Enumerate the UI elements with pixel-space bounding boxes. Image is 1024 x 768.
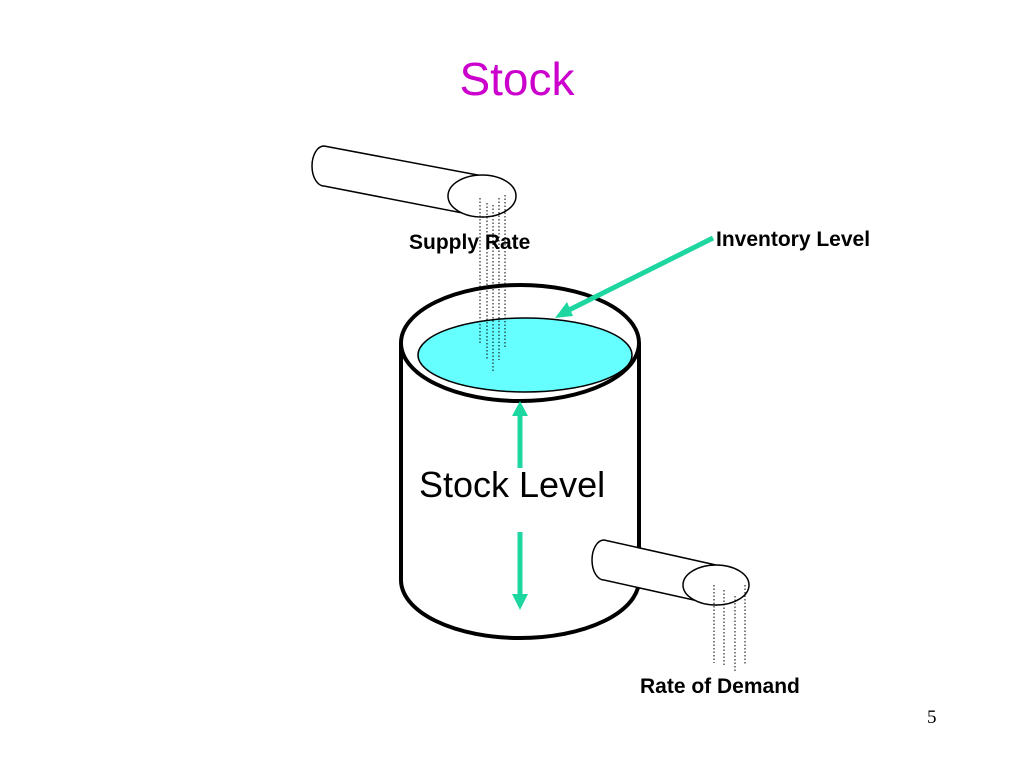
stock-level-down-arrow — [512, 532, 528, 610]
stock-level-label: Stock Level — [419, 464, 606, 505]
inventory-level-arrow — [555, 235, 715, 318]
demand-stream — [713, 585, 746, 671]
demand-pipe — [591, 539, 750, 606]
slide-title: Stock — [459, 53, 575, 105]
supply-pipe — [311, 145, 517, 218]
supply-rate-label: Supply Rate — [409, 231, 531, 254]
rate-of-demand-label: Rate of Demand — [640, 675, 800, 698]
supply-stream — [479, 195, 506, 372]
page-number: 5 — [927, 707, 937, 728]
stock-level-up-arrow — [512, 401, 528, 468]
liquid-surface — [417, 317, 633, 393]
inventory-level-label: Inventory Level — [716, 228, 871, 251]
